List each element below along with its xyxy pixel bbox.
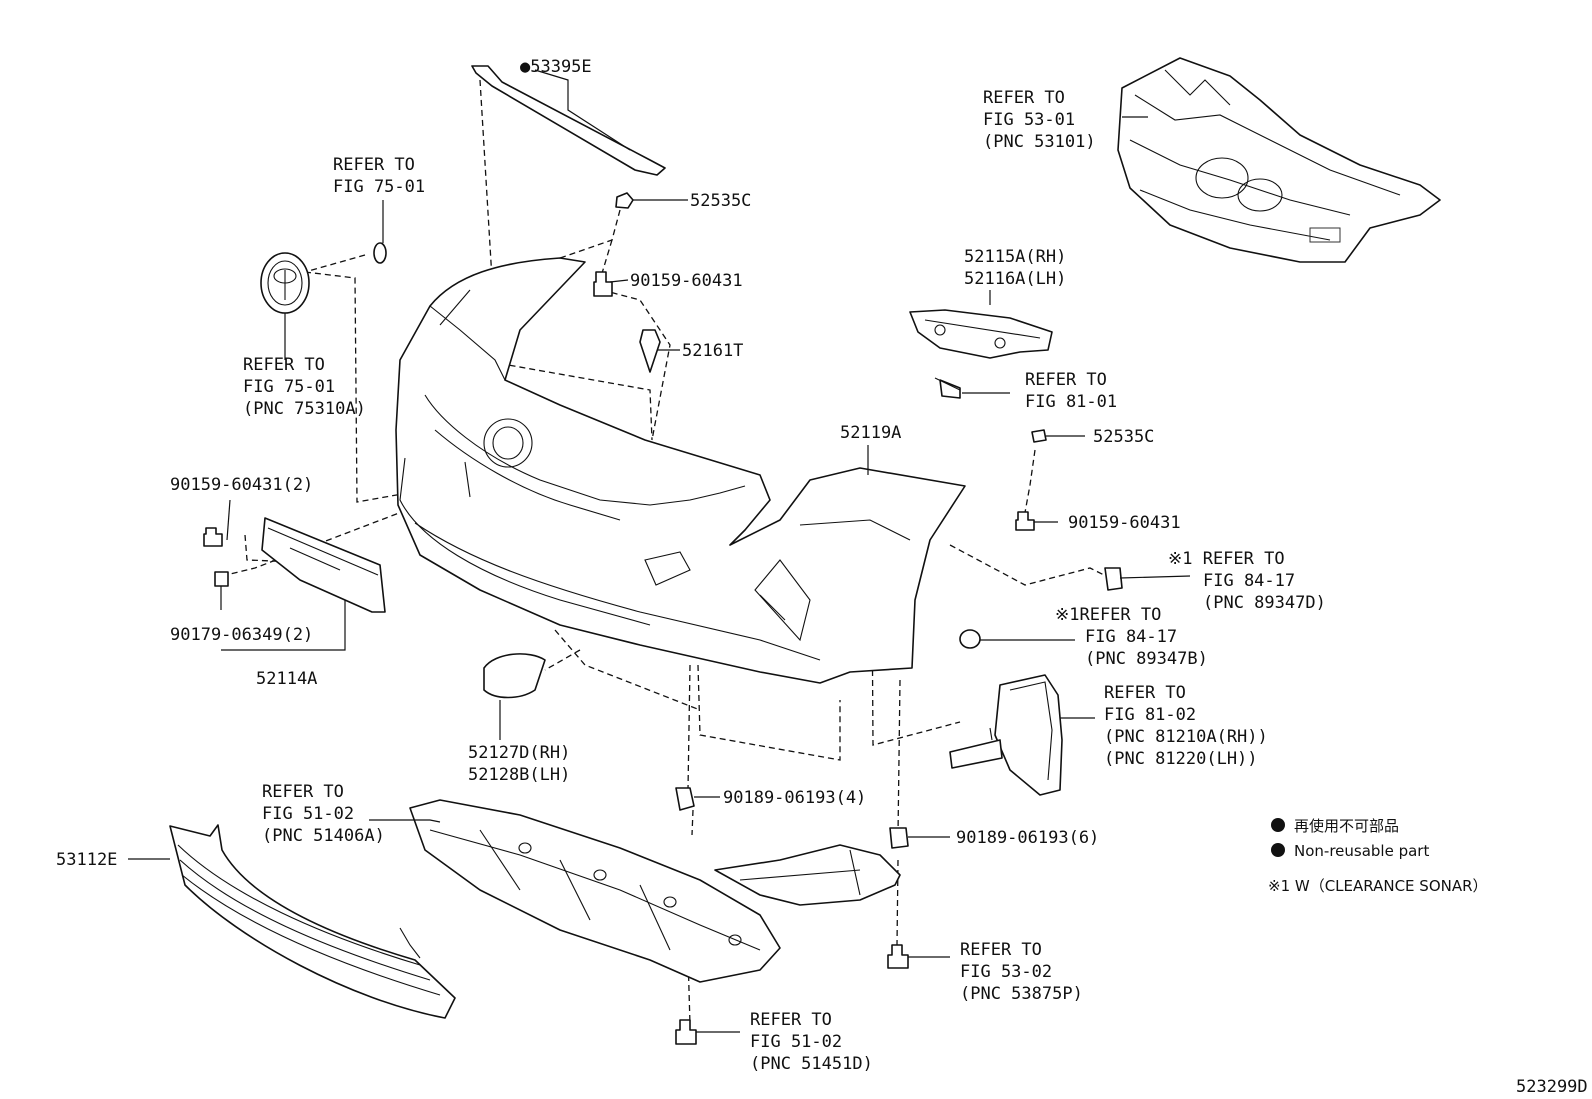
lower-side-cover [714, 844, 901, 906]
legend-en: Non-reusable part [1294, 842, 1429, 860]
label-90159-top: 90159-60431 [630, 271, 743, 291]
part-labels: ●53395E 52535C 90159-60431 52161T REFER … [56, 57, 1588, 1097]
bolt-fig5102 [675, 1019, 697, 1045]
emblem-part [260, 252, 310, 314]
legend-note: ※1 W（CLEARANCE SONAR） [1268, 877, 1488, 895]
bolt-90159-top [593, 271, 613, 297]
label-90189-4: 90189-06193(4) [723, 788, 866, 808]
emblem-clip [373, 242, 387, 264]
side-retainer-52115a [909, 309, 1053, 359]
clip-90189-4 [675, 787, 695, 811]
bolt-fig5302 [887, 944, 909, 969]
upper-grille-frame [1117, 57, 1441, 263]
clip-90189-6 [889, 827, 909, 849]
label-52115a: 52115A(RH) 52116A(LH) [964, 247, 1077, 289]
label-52119a: 52119A [840, 423, 901, 443]
sonar-ring-89347b [959, 629, 981, 649]
lower-grille-53112e [169, 824, 456, 1019]
strip-53395e [471, 65, 666, 176]
nut-90179 [214, 571, 229, 587]
label-52535c-right: 52535C [1093, 427, 1154, 447]
leader-lines [128, 69, 1191, 1033]
bumper-cover-52119a [395, 257, 966, 684]
label-90179: 90179-06349(2) [170, 625, 313, 645]
label-fig5302: REFER TO FIG 53-02 (PNC 53875P) [960, 940, 1083, 1004]
fog-lamp [949, 674, 1063, 796]
label-52161t: 52161T [682, 341, 743, 361]
label-53395e: ●53395E [520, 57, 592, 77]
label-90189-6: 90189-06193(6) [956, 828, 1099, 848]
label-52114a: 52114A [256, 669, 317, 689]
label-53112e: 53112E [56, 850, 117, 870]
label-52535c-top: 52535C [690, 191, 751, 211]
label-fig8417-a: ※1 REFER TO FIG 84-17 (PNC 89347D) [1168, 549, 1326, 613]
clip-52535c-top [615, 192, 634, 209]
label-fig7501-a: REFER TO FIG 75-01 [333, 155, 425, 197]
bolt-90159-right [1015, 511, 1035, 531]
label-90159-right: 90159-60431 [1068, 513, 1181, 533]
label-fig5102-a: REFER TO FIG 51-02 (PNC 51406A) [262, 782, 385, 846]
sonar-clip-89347d [1104, 567, 1123, 591]
label-fig5102-b: REFER TO FIG 51-02 (PNC 51451D) [750, 1010, 873, 1074]
clip-52161t [639, 329, 661, 373]
bolt-fig8101 [934, 377, 961, 399]
tow-hook-cover [483, 653, 546, 699]
clip-52535c-right [1031, 429, 1047, 443]
label-90159-left: 90159-60431(2) [170, 475, 313, 495]
label-fig7501-b: REFER TO FIG 75-01 (PNC 75310A) [243, 355, 366, 419]
bullet-icon [1271, 843, 1285, 857]
bullet-icon [1271, 818, 1285, 832]
label-fig8102: REFER TO FIG 81-02 (PNC 81210A(RH)) (PNC… [1104, 683, 1278, 769]
fasteners [203, 192, 1123, 1045]
label-fig5301: REFER TO FIG 53-01 (PNC 53101) [983, 88, 1096, 152]
label-52127d: 52127D(RH) 52128B(LH) [468, 743, 581, 785]
diagram-id: 523299D [1516, 1077, 1588, 1097]
engine-under-cover [409, 799, 781, 983]
label-fig8417-b: ※1REFER TO FIG 84-17 (PNC 89347B) [1055, 605, 1208, 669]
label-fig8101: REFER TO FIG 81-01 [1025, 370, 1117, 412]
reinforcement-52114a [261, 517, 386, 613]
bolt-90159-left [203, 527, 223, 547]
legend: 再使用不可部品 Non-reusable part ※1 W（CLEARANCE… [1268, 817, 1488, 895]
legend-ja: 再使用不可部品 [1294, 817, 1399, 835]
